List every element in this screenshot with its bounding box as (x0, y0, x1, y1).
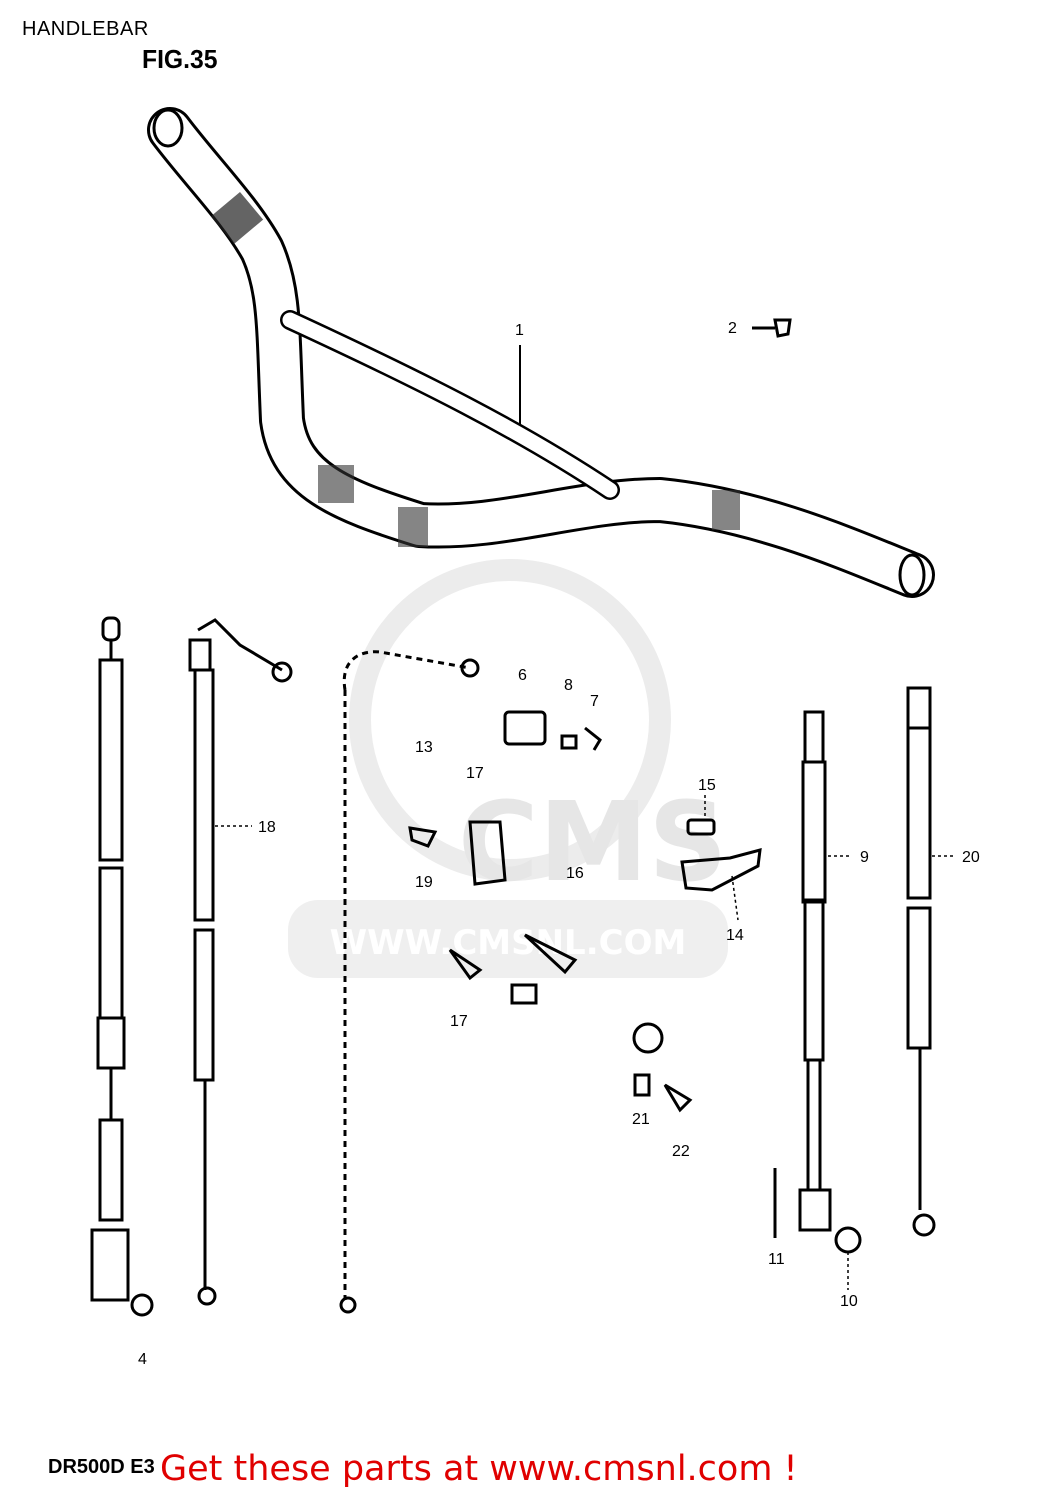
callout-17b: 17 (450, 1013, 468, 1030)
callout-1: 1 (515, 322, 524, 339)
callout-14: 14 (726, 927, 744, 944)
callout-13: 13 (415, 739, 433, 756)
callout-11: 11 (768, 1251, 785, 1268)
model-label: DR500D E3 (48, 1456, 155, 1478)
callout-15: 15 (698, 777, 716, 794)
callout-7: 7 (590, 693, 599, 710)
callout-21: 21 (632, 1111, 650, 1128)
callout-19: 19 (415, 874, 433, 891)
page-title: HANDLEBAR (22, 18, 149, 40)
callout-2: 2 (728, 320, 737, 337)
small-parts (408, 710, 762, 1113)
cable-center (339, 650, 480, 1314)
bolt-part-2 (752, 318, 792, 338)
cable-9 (773, 710, 862, 1254)
cable-left (90, 616, 154, 1317)
watermark-url: WWW.CMSNL.COM (330, 923, 687, 963)
callout-18: 18 (258, 819, 276, 836)
cable-18 (188, 618, 293, 1306)
callout-numbers: 1 2 13 17 6 8 7 15 19 16 9 20 14 18 17 2… (138, 320, 980, 1368)
callout-6: 6 (518, 667, 527, 684)
callout-8: 8 (564, 677, 573, 694)
figure-label: FIG.35 (141, 44, 218, 74)
callout-10: 10 (840, 1293, 858, 1310)
watermark: CMS WWW.CMSNL.COM (288, 559, 728, 978)
promo-link-text[interactable]: Get these parts at www.cmsnl.com ! (160, 1449, 798, 1489)
callout-4: 4 (138, 1351, 147, 1368)
leader-lines (215, 795, 956, 1290)
callout-16: 16 (566, 865, 584, 882)
callout-17a: 17 (466, 765, 484, 782)
callout-9: 9 (860, 849, 869, 866)
cable-20 (906, 686, 936, 1237)
callout-20: 20 (962, 849, 980, 866)
callout-22: 22 (672, 1143, 690, 1160)
handlebar-part (147, 107, 935, 598)
